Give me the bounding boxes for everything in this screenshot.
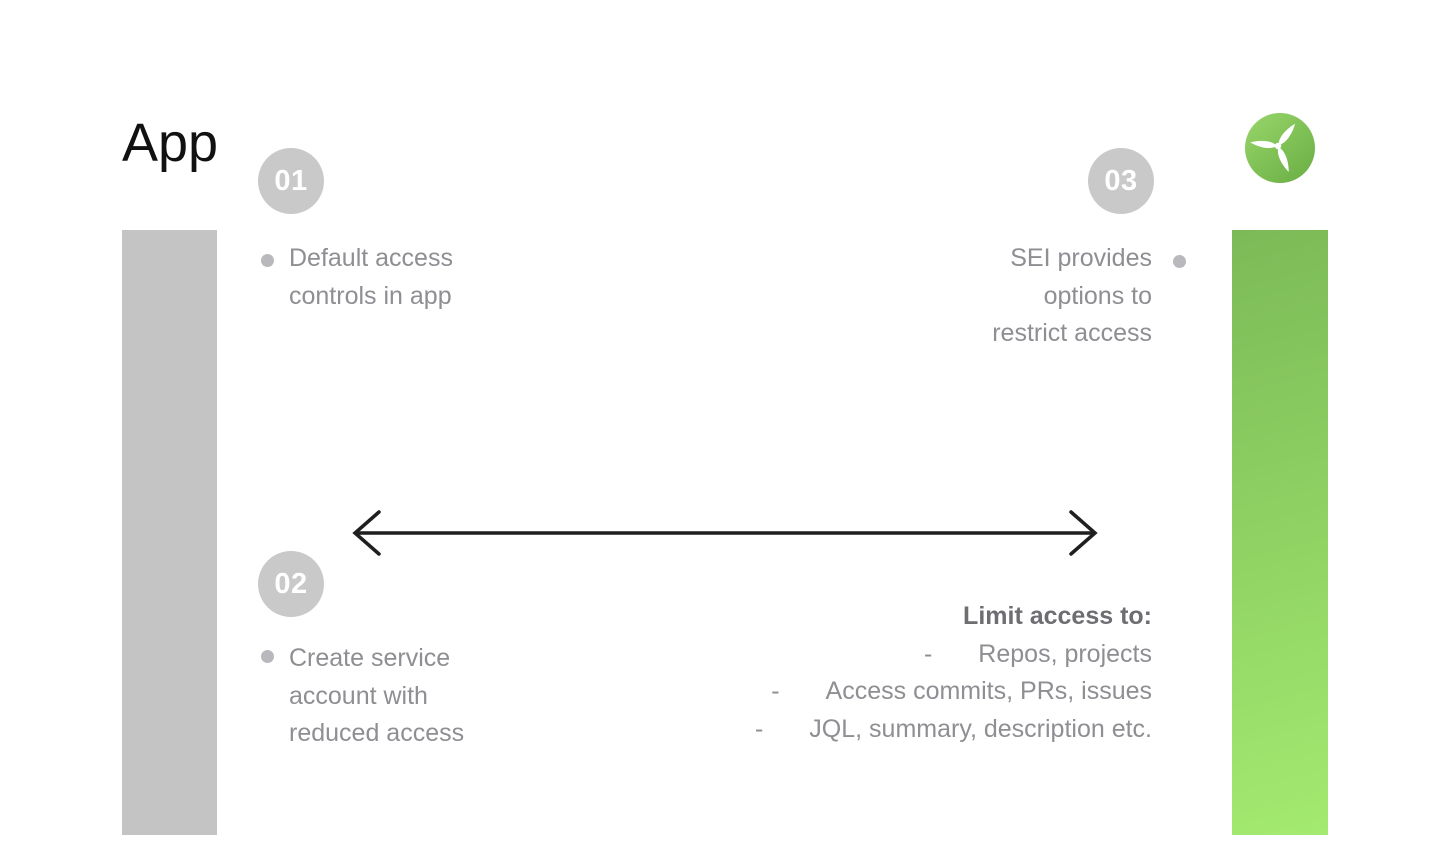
- double-headed-arrow-icon: [348, 507, 1102, 559]
- step-text-sei-restrict: SEI provides options to restrict access: [992, 244, 1152, 347]
- app-column-bar: [122, 230, 217, 835]
- list-item: - JQL, summary, description etc.: [755, 711, 1152, 749]
- list-item-label: Repos, projects: [978, 639, 1152, 668]
- page-title: App: [122, 113, 219, 173]
- dash-marker: -: [923, 639, 933, 668]
- step-number: 02: [274, 567, 308, 600]
- step-badge-03: 03: [1088, 148, 1154, 214]
- list-item-label: JQL, summary, description etc.: [809, 714, 1152, 743]
- list-item: - Repos, projects: [755, 636, 1152, 674]
- pinwheel-turbine-logo-icon: [1245, 113, 1315, 183]
- limit-access-title: Limit access to:: [963, 602, 1152, 630]
- list-item: - Access commits, PRs, issues: [755, 673, 1152, 711]
- bullet-icon: [261, 650, 274, 663]
- step-text-service-account: Create service account with reduced acce…: [289, 644, 465, 747]
- list-item-label: Access commits, PRs, issues: [825, 677, 1152, 705]
- dash-marker: -: [754, 714, 764, 743]
- step-badge-02: 02: [258, 551, 324, 617]
- step-badge-01: 01: [258, 148, 324, 214]
- dash-marker: -: [771, 677, 780, 705]
- limit-access-list: Limit access to: - Repos, projects - Acc…: [755, 598, 1152, 748]
- bullet-icon: [261, 254, 274, 267]
- sei-column-bar: [1232, 230, 1328, 835]
- step-number: 03: [1104, 164, 1138, 197]
- bullet-icon: [1173, 255, 1186, 268]
- step-text-default-access: Default access controls in app: [289, 244, 453, 310]
- step-number: 01: [274, 164, 308, 197]
